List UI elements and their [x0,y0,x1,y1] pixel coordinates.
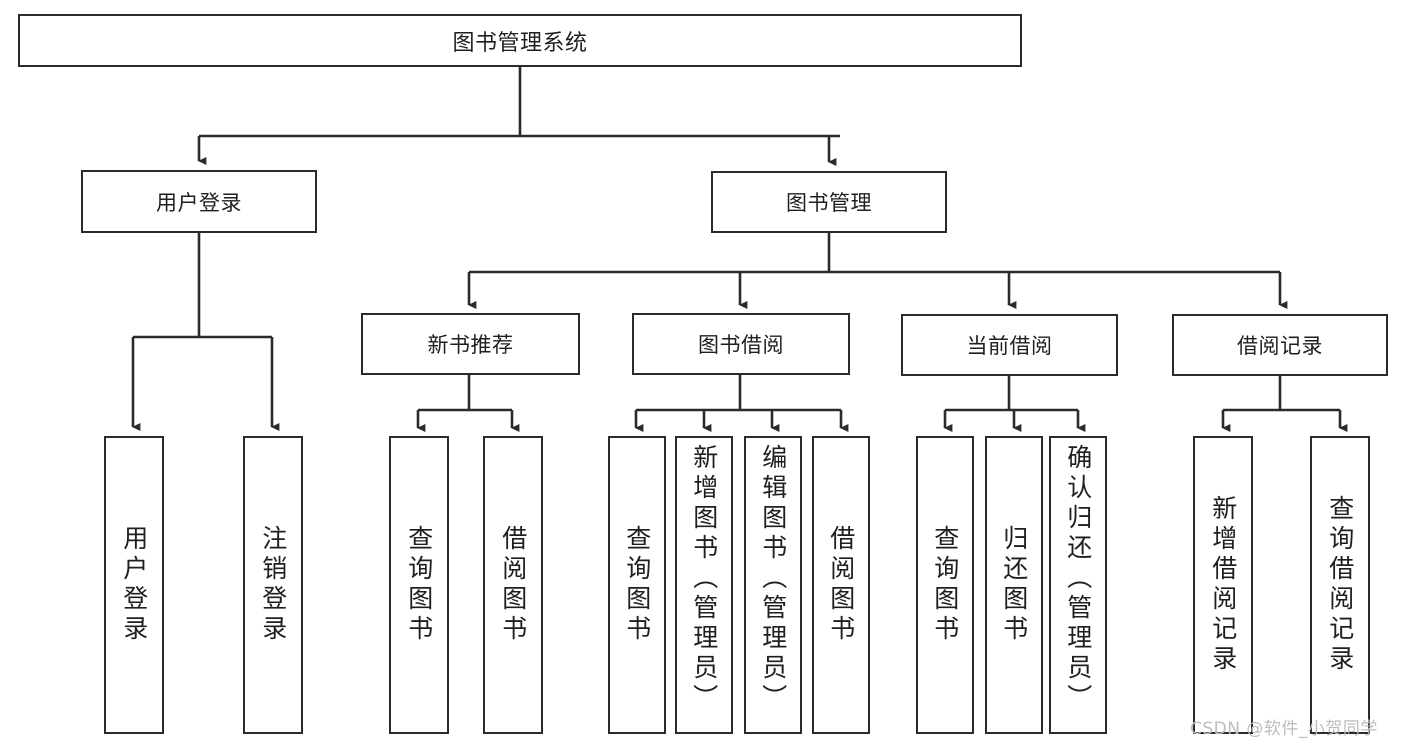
leaf-current-confirm-return-admin[interactable]: 确认归还（管理员） [1049,436,1107,734]
leaf-borrow-query-book[interactable]: 查询图书 [608,436,666,734]
leaf-current-query-book[interactable]: 查询图书 [916,436,974,734]
leaf-user-login-logout[interactable]: 注销登录 [243,436,303,734]
leaf-record-query-record[interactable]: 查询借阅记录 [1310,436,1370,734]
node-book-management-label: 图书管理 [786,191,872,215]
leaf-label: 查询图书 [404,525,434,645]
leaf-record-add-record[interactable]: 新增借阅记录 [1193,436,1253,734]
node-root-label: 图书管理系统 [452,30,588,56]
leaf-label: 用户登录 [119,525,149,645]
leaf-current-return-book[interactable]: 归还图书 [985,436,1043,734]
leaf-label: 新增图书（管理员） [689,444,719,714]
leaf-recommend-query-book[interactable]: 查询图书 [389,436,449,734]
leaf-label: 查询图书 [622,525,652,645]
node-current-borrow-label: 当前借阅 [966,334,1053,358]
node-new-book-recommend[interactable]: 新书推荐 [361,313,580,375]
csdn-watermark: CSDN @软件_小贺同学 [1190,719,1378,739]
leaf-label: 借阅图书 [498,525,528,645]
node-user-login-label: 用户登录 [156,190,242,215]
node-book-borrow[interactable]: 图书借阅 [632,313,850,375]
node-current-borrow[interactable]: 当前借阅 [901,314,1118,376]
leaf-label: 查询借阅记录 [1325,495,1355,675]
leaf-label: 编辑图书（管理员） [758,444,788,714]
node-book-management[interactable]: 图书管理 [711,171,947,233]
leaf-label: 借阅图书 [826,525,856,645]
leaf-borrow-add-book-admin[interactable]: 新增图书（管理员） [675,436,733,734]
leaf-borrow-borrow-book[interactable]: 借阅图书 [812,436,870,734]
leaf-label: 归还图书 [999,525,1029,645]
node-root[interactable]: 图书管理系统 [18,14,1022,67]
leaf-label: 新增借阅记录 [1208,495,1238,675]
leaf-label: 查询图书 [930,525,960,645]
leaf-borrow-edit-book-admin[interactable]: 编辑图书（管理员） [744,436,802,734]
leaf-recommend-borrow-book[interactable]: 借阅图书 [483,436,543,734]
node-borrow-record[interactable]: 借阅记录 [1172,314,1388,376]
leaf-label: 注销登录 [258,525,288,645]
node-borrow-record-label: 借阅记录 [1237,334,1323,358]
leaf-label: 确认归还（管理员） [1063,444,1093,714]
node-new-book-recommend-label: 新书推荐 [427,333,514,357]
leaf-user-login-login[interactable]: 用户登录 [104,436,164,734]
node-user-login[interactable]: 用户登录 [81,170,317,233]
node-book-borrow-label: 图书借阅 [698,333,784,357]
